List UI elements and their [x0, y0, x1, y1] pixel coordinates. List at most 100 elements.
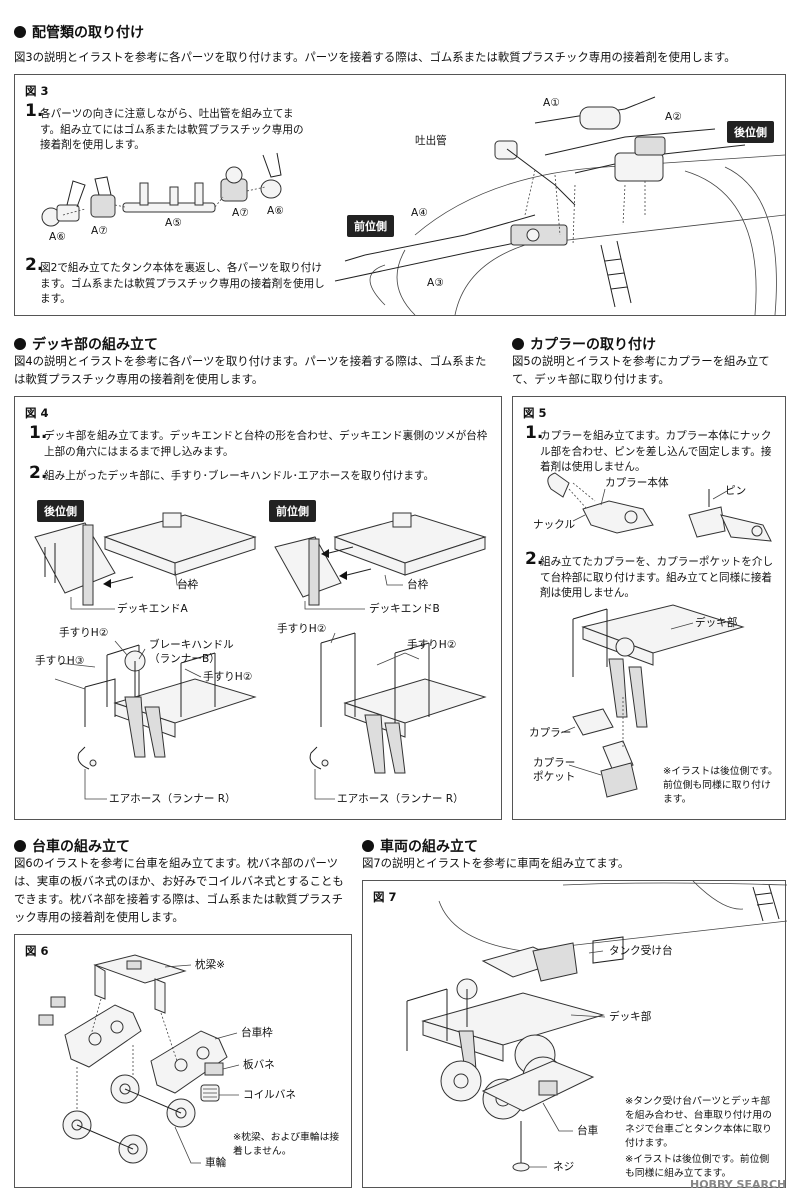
coupler-illustration: [547, 472, 772, 798]
tank-body: [369, 154, 785, 315]
watermark-logo: HOBBY SEARCH: [690, 1178, 787, 1191]
pipe-a4: [344, 214, 536, 262]
bullet-icon: [362, 840, 374, 852]
label-rail-h2-right: 手すりH②: [277, 623, 327, 635]
bullet-icon: [14, 26, 26, 38]
step-text: 組み上がったデッキ部に、手すり･ブレーキハンドル･エアホースを取り付けます。: [44, 470, 435, 482]
step-number: 1.: [25, 101, 44, 121]
label-coupler: カプラー: [529, 727, 572, 739]
label-discharge: 吐出管: [415, 135, 447, 147]
label-deck: デッキ部: [695, 617, 738, 629]
part-a1: [534, 96, 656, 130]
truck-exploded-illustration: [38, 954, 240, 1164]
part-label-a7: A⑦: [91, 225, 108, 237]
figure-7-box: 図 7: [362, 880, 787, 1188]
tank-underside: [438, 881, 787, 964]
part-a6-right: [260, 152, 282, 199]
figure-label: 図 6: [25, 944, 49, 958]
label-bolster: 枕梁※: [195, 959, 226, 971]
label-rail-h2: 手すりH②: [59, 627, 109, 639]
label-deck-end-a: デッキエンドA: [117, 603, 188, 615]
intro-coupler: 図5の説明とイラストを参考にカプラーを組み立てて、デッキ部に取り付けます。: [512, 354, 770, 386]
note-rear-side: ※イラストは後位側です。前位側も同様に組み立てます。: [625, 1154, 770, 1179]
deck-assembled-right: [309, 632, 487, 774]
step-2: 2. 組み立てたカプラーを、カプラーポケットを介して台枠部に取り付けます。組み立…: [525, 549, 777, 602]
step-text: 図2で組み立てたタンク本体を裏返し、各パーツを取り付けます。ゴム系または軟質プラ…: [40, 262, 325, 305]
tag-front: 前位側: [347, 215, 394, 237]
section-title-vehicle: 車両の組み立て: [362, 836, 478, 856]
label-deck-end-b: デッキエンドB: [369, 603, 440, 615]
part-label-a6: A⑥: [49, 231, 66, 243]
part-a6-left: [41, 180, 86, 227]
bullet-icon: [512, 338, 524, 350]
label-air-hose-right: エアホース（ランナー R）: [337, 793, 464, 805]
screw: [512, 1121, 530, 1172]
step-2: 2. 組み上がったデッキ部に、手すり･ブレーキハンドル･エアホースを取り付けます…: [29, 463, 491, 485]
deck-unit: [406, 978, 605, 1084]
vehicle-assembly-illustration: [406, 881, 787, 1172]
bullet-icon: [14, 338, 26, 350]
label-a3: A③: [427, 277, 444, 289]
truck-unit: [440, 1034, 595, 1120]
label-screw: ネジ: [553, 1161, 575, 1173]
side-frame-left: [64, 1004, 142, 1068]
step-text: 各パーツの向きに注意しながら、吐出管を組み立てます。組み立てにはゴム系または軟質…: [40, 108, 304, 151]
ladder: [600, 240, 632, 308]
label-deck: デッキ部: [609, 1011, 652, 1023]
figure-label: 図 7: [373, 890, 397, 904]
step-number: 2.: [29, 463, 48, 483]
side-frame-right: [150, 1030, 228, 1094]
title-text: 配管類の取り付け: [32, 25, 144, 41]
bullet-icon: [14, 840, 26, 852]
section-title-piping: 配管類の取り付け: [14, 22, 144, 42]
figure-3-box: 図 3 1. 各パーツの向きに注意しながら、吐出管を組み立てます。組み立てにはゴ…: [14, 74, 786, 316]
deck-assembly-illustration: [34, 512, 487, 800]
label-pin: ピン: [725, 485, 747, 497]
label-truck: 台車: [577, 1125, 599, 1137]
valve-assembly: [614, 136, 666, 182]
label-rail-h2-right: 手すりH②: [407, 639, 457, 651]
tag-rear: 後位側: [37, 500, 84, 522]
label-rail-h3: 手すりH③: [35, 655, 85, 667]
part-label-a7: A⑦: [232, 207, 249, 219]
label-brake-handle: ブレーキハンドル: [149, 639, 234, 651]
deck-with-coupler: [572, 604, 745, 798]
coupler-body: [582, 500, 654, 534]
figure-label: 図 3: [25, 84, 49, 98]
label-a1: A①: [543, 97, 560, 109]
label-a2: A②: [665, 111, 682, 123]
step-1: 1. 各パーツの向きに注意しながら、吐出管を組み立てます。組み立てにはゴム系また…: [25, 101, 307, 154]
step-number: 1.: [525, 423, 544, 443]
section-title-truck: 台車の組み立て: [14, 836, 130, 856]
tag-front: 前位側: [269, 500, 316, 522]
label-tank-seat: タンク受け台: [609, 945, 673, 957]
label-frame-left: 台枠: [177, 579, 199, 591]
figure-label: 図 4: [25, 406, 49, 420]
figure-4-box: 図 4 1. デッキ部を組み立てます。デッキエンドと台枠の形を合わせ、デッキエン…: [14, 396, 502, 820]
step-1: 1. デッキ部を組み立てます。デッキエンドと台枠の形を合わせ、デッキエンド裏側の…: [29, 423, 491, 460]
step-number: 1.: [29, 423, 48, 443]
figure-label: 図 5: [523, 406, 547, 420]
tank-seat: [481, 942, 578, 982]
knuckle: [547, 472, 570, 498]
deck-assembled-left: [77, 644, 257, 770]
label-knuckle: ナックル: [533, 519, 576, 531]
label-coupler-body: カプラー本体: [605, 477, 669, 489]
intro-truck: 図6のイラストを参考に台車を組み立てます。枕バネ部のパーツは、実車の板バネ式のほ…: [14, 856, 344, 924]
label-rail-h2: 手すりH②: [203, 671, 253, 683]
title-text: 車両の組み立て: [380, 839, 478, 855]
intro-piping: 図3の説明とイラストを参考に各パーツを取り付けます。パーツを接着する際は、ゴム系…: [14, 50, 736, 64]
note-rear-side: ※イラストは後位側です。前位側も同様に取り付けます。: [663, 766, 778, 805]
figure-6-box: 図 6: [14, 934, 352, 1188]
label-pocket: カプラー: [533, 757, 576, 769]
coupler-assembled: [688, 506, 772, 542]
tank-piping-illustration: [334, 96, 785, 315]
frame-right: [333, 512, 487, 576]
part-a7-left: [90, 176, 116, 218]
step-number: 2.: [525, 549, 544, 569]
title-text: カプラーの取り付け: [530, 337, 656, 353]
step-number: 2.: [25, 255, 44, 275]
bolster: [93, 954, 187, 1014]
label-a4: A④: [411, 207, 428, 219]
label-coil-spring: コイルバネ: [243, 1089, 296, 1101]
